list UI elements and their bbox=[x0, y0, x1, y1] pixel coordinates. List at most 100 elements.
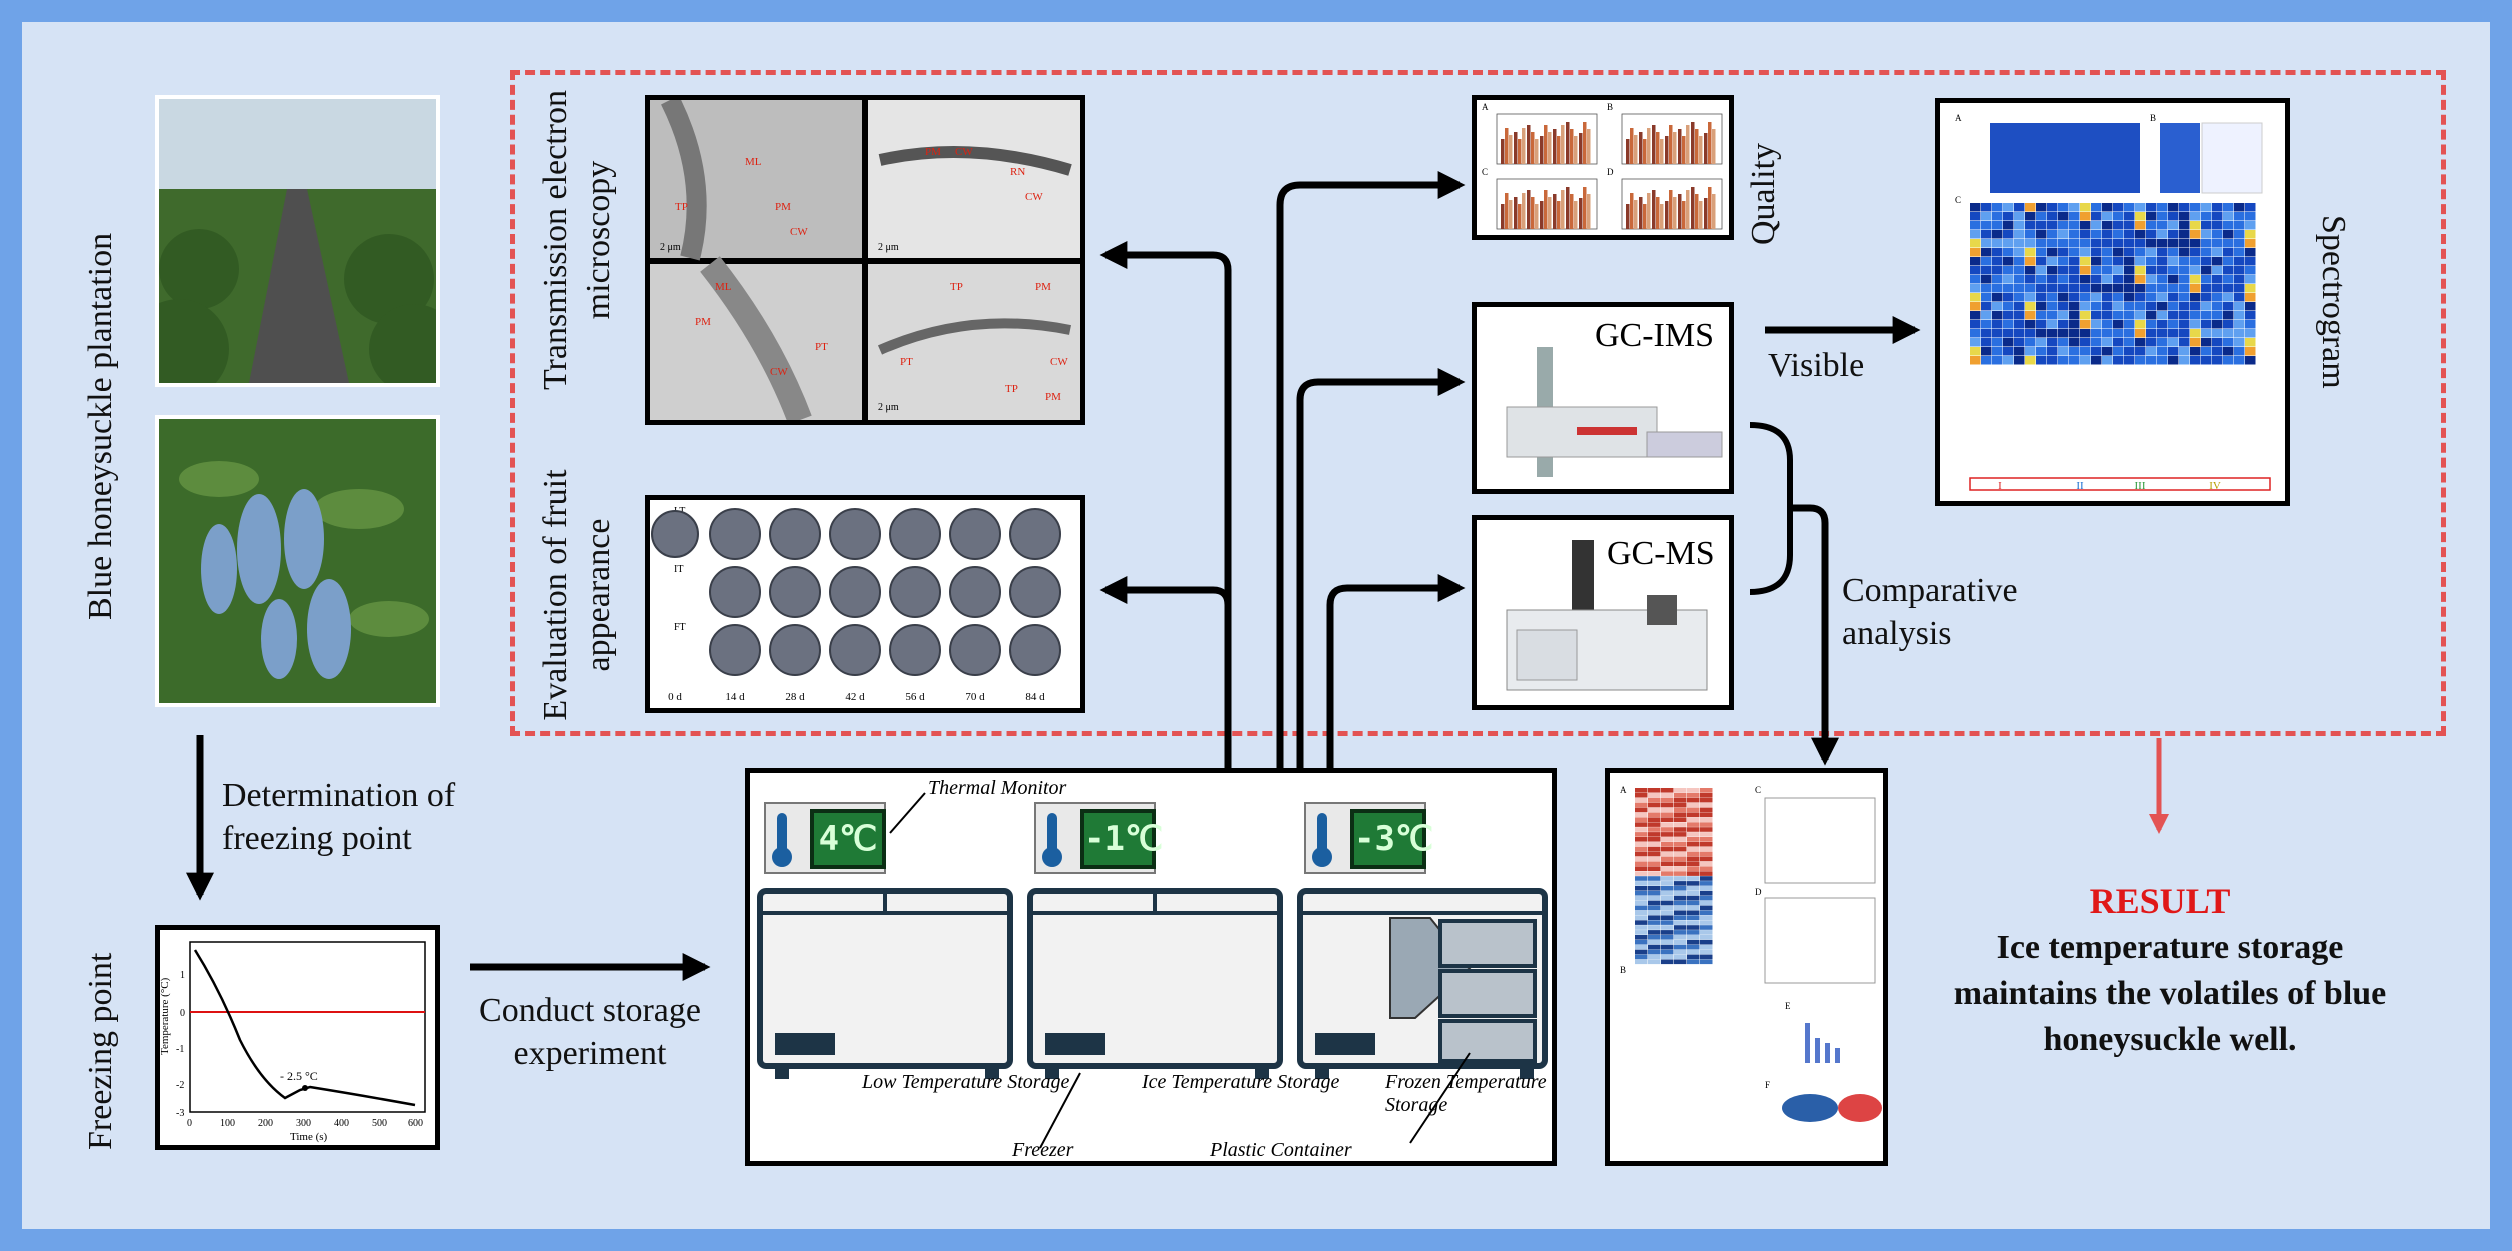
heatmap-cell bbox=[2234, 230, 2245, 239]
heatmap-cell bbox=[2146, 257, 2157, 266]
heatmap-cell bbox=[1992, 248, 2003, 257]
heatmap-cell bbox=[2168, 248, 2179, 257]
heatmap-cell bbox=[2245, 347, 2256, 356]
heatmap-cell bbox=[1700, 925, 1713, 930]
heatmap-cell bbox=[2223, 275, 2234, 284]
heatmap-cell bbox=[2025, 293, 2036, 302]
heatmap-cell bbox=[2135, 293, 2146, 302]
heatmap-cell bbox=[1661, 832, 1674, 837]
heatmap-cell bbox=[2036, 293, 2047, 302]
heatmap-cell bbox=[2014, 203, 2025, 212]
heatmap-cell bbox=[2058, 230, 2069, 239]
quality-bar bbox=[1548, 197, 1552, 229]
heatmap-cell bbox=[2069, 212, 2080, 221]
heatmap-cell bbox=[2058, 356, 2069, 365]
heatmap-cell bbox=[1687, 866, 1700, 871]
quality-panel: A B C D bbox=[1472, 95, 1734, 240]
quality-bar bbox=[1630, 193, 1634, 229]
svg-text:TP: TP bbox=[1005, 383, 1018, 395]
heatmap-cell bbox=[2069, 239, 2080, 248]
svg-text:A: A bbox=[1620, 785, 1627, 795]
heatmap-cell bbox=[2201, 293, 2212, 302]
heatmap-cell bbox=[2201, 284, 2212, 293]
heatmap-cell bbox=[2047, 230, 2058, 239]
quality-bar bbox=[1540, 136, 1544, 164]
quality-bar bbox=[1656, 197, 1660, 229]
cooling-curve bbox=[193, 949, 416, 1107]
heatmap-cell bbox=[2124, 257, 2135, 266]
heatmap-cell bbox=[1992, 293, 2003, 302]
heatmap-cell bbox=[1661, 841, 1674, 847]
heatmap-cell bbox=[1700, 832, 1713, 837]
heatmap-cell bbox=[2124, 239, 2135, 248]
heatmap-cell bbox=[1648, 930, 1661, 935]
heatmap-cell bbox=[2069, 284, 2080, 293]
heatmap-cell bbox=[2058, 284, 2069, 293]
heatmap-cell bbox=[1981, 356, 1992, 365]
heatmap-cell bbox=[1661, 812, 1674, 818]
svg-text:2 μm: 2 μm bbox=[660, 242, 681, 253]
heatmap-cell bbox=[1700, 802, 1713, 808]
heatmap-cell bbox=[2113, 248, 2124, 257]
heatmap-cell bbox=[2003, 347, 2014, 356]
heatmap-cell bbox=[2135, 248, 2146, 257]
heatmap-cell bbox=[2025, 284, 2036, 293]
heatmap-cell bbox=[1635, 935, 1648, 940]
heatmap-cell bbox=[2014, 320, 2025, 329]
heatmap-cell bbox=[1981, 302, 1992, 311]
heatmap-cell bbox=[2179, 311, 2190, 320]
heatmap-cell bbox=[2168, 221, 2179, 230]
heatmap-cell bbox=[1700, 827, 1713, 832]
heatmap-cell bbox=[2212, 338, 2223, 347]
heatmap-cell bbox=[2113, 230, 2124, 239]
quality-bar bbox=[1639, 132, 1643, 164]
heatmap-cell bbox=[1674, 949, 1687, 955]
svg-text:0: 0 bbox=[187, 1118, 192, 1129]
heatmap-cell bbox=[1687, 856, 1700, 862]
heatmap-cell bbox=[2135, 266, 2146, 275]
heatmap-cell bbox=[1700, 954, 1713, 960]
heatmap-cell bbox=[2036, 329, 2047, 338]
heatmap-cell bbox=[2190, 248, 2201, 257]
heatmap-cell bbox=[2124, 293, 2135, 302]
heatmap-cell bbox=[1700, 841, 1713, 847]
heatmap-cell bbox=[1635, 802, 1648, 808]
heatmap-cell bbox=[2190, 356, 2201, 365]
heatmap-cell bbox=[2190, 230, 2201, 239]
heatmap-cell bbox=[1674, 959, 1687, 965]
heatmap-cell bbox=[2047, 203, 2058, 212]
svg-text:FT: FT bbox=[674, 622, 686, 633]
arrow-to-appearance bbox=[1099, 576, 1232, 770]
heatmap-cell bbox=[2102, 311, 2113, 320]
heatmap-cell bbox=[1661, 861, 1674, 867]
heatmap-cell bbox=[2157, 212, 2168, 221]
caption-frozen: Frozen Temperature Storage bbox=[1385, 1071, 1547, 1116]
heatmap-cell bbox=[2091, 257, 2102, 266]
heatmap-cell bbox=[2003, 221, 2014, 230]
heatmap-cell bbox=[2168, 203, 2179, 212]
heatmap-cell bbox=[1661, 930, 1674, 935]
quality-bar bbox=[1652, 125, 1656, 164]
quality-bar bbox=[1557, 136, 1561, 164]
heatmap-cell bbox=[2135, 239, 2146, 248]
heatmap-cell bbox=[2146, 275, 2157, 284]
quality-bar bbox=[1626, 204, 1630, 229]
heatmap-cell bbox=[2003, 302, 2014, 311]
heatmap-cell bbox=[2212, 230, 2223, 239]
heatmap-cell bbox=[2102, 293, 2113, 302]
heatmap-cell bbox=[2146, 203, 2157, 212]
quality-bar bbox=[1566, 187, 1570, 229]
quality-bar bbox=[1574, 201, 1578, 229]
heatmap-cell bbox=[2047, 248, 2058, 257]
heatmap-cell bbox=[2080, 311, 2091, 320]
heatmap-cell bbox=[2047, 356, 2058, 365]
heatmap-cell bbox=[1674, 861, 1687, 867]
heatmap-cell bbox=[1648, 846, 1661, 852]
heatmap-cell bbox=[1635, 792, 1648, 798]
heatmap-cell bbox=[2157, 356, 2168, 365]
heatmap-cell bbox=[2014, 266, 2025, 275]
heatmap-cell bbox=[2157, 311, 2168, 320]
quality-bar bbox=[1665, 201, 1669, 229]
arrow-to-gcims bbox=[1296, 368, 1466, 770]
heatmap-cell bbox=[1635, 837, 1648, 842]
